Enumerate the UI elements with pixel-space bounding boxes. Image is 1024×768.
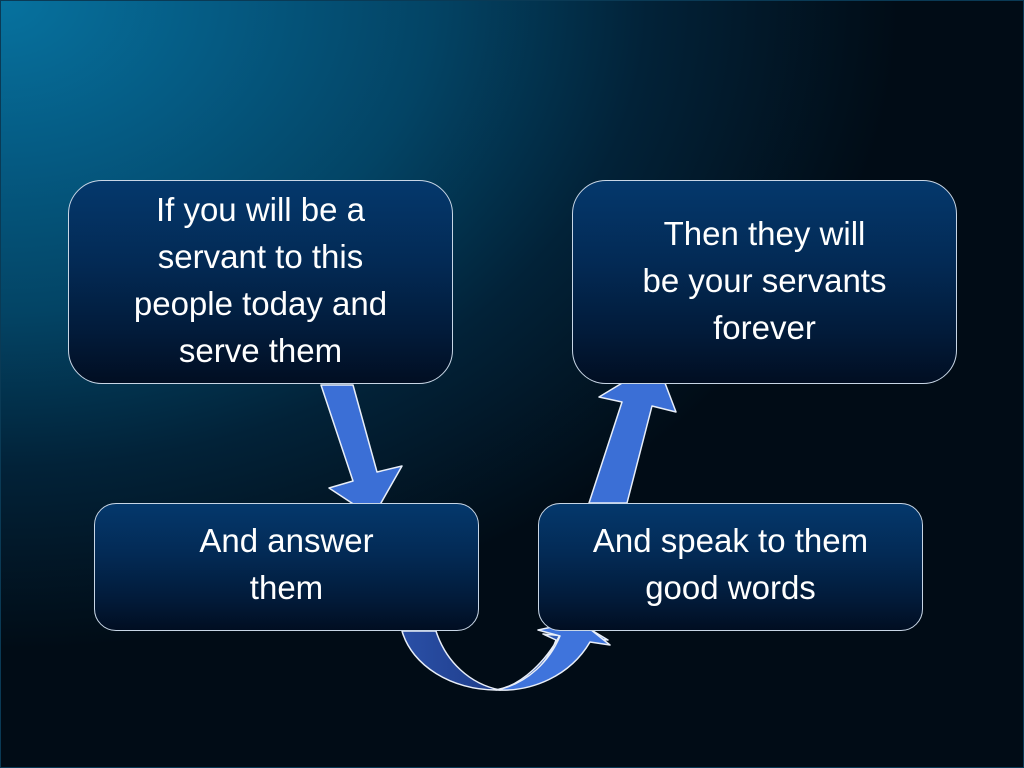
- arrow-uturn-head: [495, 620, 611, 691]
- step-text-forever: Then they will be your servants forever: [642, 214, 887, 346]
- step-text-speak: And speak to them good words: [592, 522, 869, 606]
- arrow-up: [588, 361, 677, 504]
- step-box-speak: And speak to them good words: [538, 503, 923, 631]
- step-box-serve: If you will be a servant to this people …: [68, 180, 453, 384]
- step-box-forever: Then they will be your servants forever: [572, 180, 957, 384]
- step-text-answer: And answer them: [199, 522, 374, 606]
- arrow-down: [320, 384, 403, 518]
- step-box-answer: And answer them: [94, 503, 479, 631]
- step-text-serve: If you will be a servant to this people …: [133, 191, 388, 369]
